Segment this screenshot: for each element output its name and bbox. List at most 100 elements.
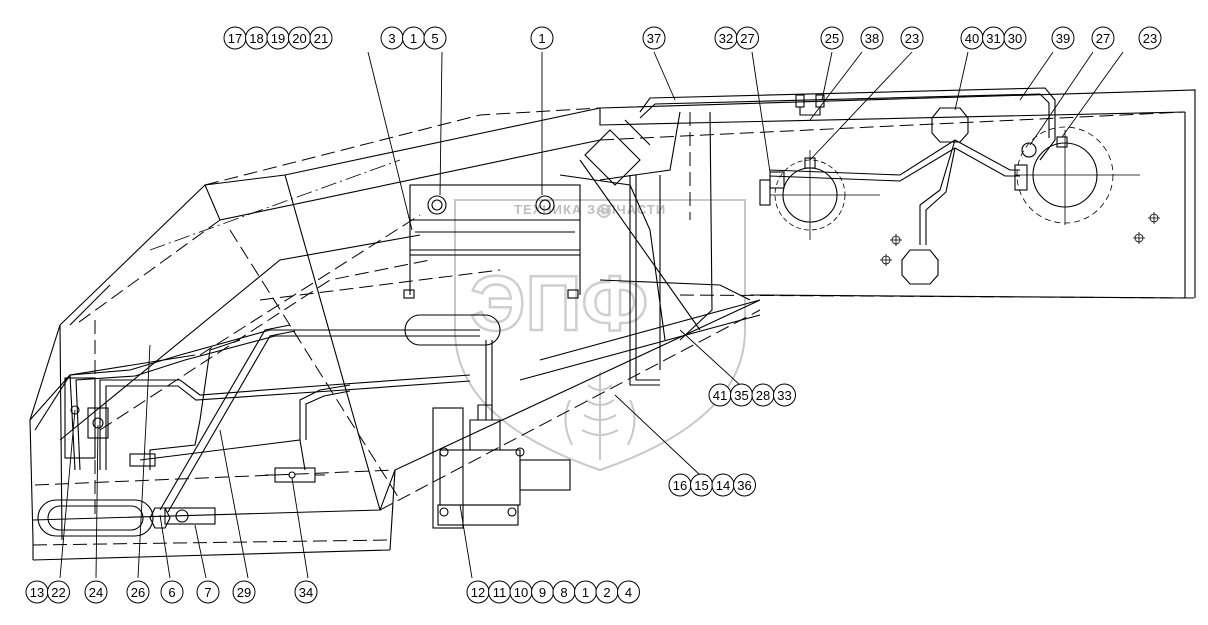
callout-group-top-3: 1 xyxy=(530,26,554,50)
tilted-fitting xyxy=(584,119,651,186)
left-base-plate xyxy=(37,377,216,537)
callout-number: 38 xyxy=(865,31,879,46)
callout-number: 27 xyxy=(740,31,754,46)
callout-group-bottom-7: 34 xyxy=(294,580,318,604)
callout-balloon xyxy=(820,26,844,50)
callout-number: 23 xyxy=(1143,31,1157,46)
callout-group-top-12: 23 xyxy=(1138,26,1162,50)
callout-group-top-4: 37 xyxy=(642,26,666,50)
callout-number: 35 xyxy=(734,388,748,403)
callout-number: 22 xyxy=(51,585,65,600)
callout-group-bottom-4: 6 xyxy=(160,580,184,604)
rotation-bearing-left xyxy=(770,150,880,240)
callout-number: 28 xyxy=(756,388,770,403)
callout-group-top-9: 40 31 30 xyxy=(960,26,1027,50)
callout-number: 26 xyxy=(131,585,145,600)
callout-group-top-5: 32 27 xyxy=(714,26,759,50)
callout-number: 12 xyxy=(471,585,485,600)
callout-group-top-1: 17 18 19 20 21 xyxy=(223,26,333,50)
pump-unit xyxy=(432,404,571,529)
watermark: ТЕХНИКА ЗАПЧАСТИ ЭПФ xyxy=(454,199,746,472)
callout-balloon xyxy=(530,26,554,50)
callout-balloon xyxy=(733,473,756,497)
callout-balloon xyxy=(196,580,220,604)
callout-number: 11 xyxy=(493,585,507,600)
watermark-caption: ТЕХНИКА ЗАПЧАСТИ xyxy=(514,202,666,217)
callout-number: 17 xyxy=(228,31,242,46)
callout-number: 16 xyxy=(673,478,687,493)
callout-number: 36 xyxy=(737,478,751,493)
callout-balloon xyxy=(84,580,108,604)
callout-group-top-6: 25 xyxy=(820,26,844,50)
callout-number: 23 xyxy=(905,31,919,46)
callout-number: 27 xyxy=(1096,31,1110,46)
callout-number: 3 xyxy=(388,31,395,46)
callout-number: 40 xyxy=(965,31,979,46)
callout-balloon xyxy=(423,26,447,50)
callout-balloon xyxy=(1051,26,1075,50)
callout-number: 34 xyxy=(299,585,313,600)
watermark-logo-letters: ЭПФ xyxy=(470,259,648,347)
callout-balloon xyxy=(860,26,884,50)
hydraulic-fittings xyxy=(759,94,1037,206)
callout-balloon xyxy=(617,580,640,604)
callout-number: 9 xyxy=(539,585,546,600)
octagon-nut-top xyxy=(931,107,969,143)
callout-number: 37 xyxy=(647,31,661,46)
callout-balloon xyxy=(294,580,318,604)
callout-balloon xyxy=(126,580,150,604)
callout-group-bottom-6: 29 xyxy=(232,580,256,604)
callout-balloon xyxy=(773,383,796,407)
callout-group-bottom-5: 7 xyxy=(196,580,220,604)
octagon-nut-bottom xyxy=(901,249,939,285)
reservoir-tank xyxy=(404,314,501,346)
callout-group-top-11: 27 xyxy=(1091,26,1115,50)
callout-balloon xyxy=(47,580,70,604)
callout-group-top-7: 38 xyxy=(860,26,884,50)
callout-group-top-10: 39 xyxy=(1051,26,1075,50)
callout-group-top-8: 23 xyxy=(900,26,924,50)
callout-number: 33 xyxy=(777,388,791,403)
callout-number: 1 xyxy=(538,31,545,46)
rotation-bearing-right xyxy=(1015,126,1140,225)
callout-number: 6 xyxy=(168,585,175,600)
callout-balloon xyxy=(309,26,333,50)
watermark-wheat-icon xyxy=(564,372,636,460)
callout-number: 24 xyxy=(89,585,103,600)
callout-number: 32 xyxy=(719,31,733,46)
callout-number: 8 xyxy=(560,585,567,600)
watermark-gear-icon xyxy=(597,204,611,218)
callout-number: 20 xyxy=(292,31,306,46)
callout-number: 5 xyxy=(431,31,438,46)
callout-balloon xyxy=(900,26,924,50)
hydraulic-pipes xyxy=(69,87,1056,513)
valve-block xyxy=(265,467,325,483)
leader-lines xyxy=(59,51,1124,579)
callout-number: 14 xyxy=(716,478,730,493)
callout-number: 19 xyxy=(271,31,285,46)
callout-balloon xyxy=(1138,26,1162,50)
crosshair-marks xyxy=(880,212,1160,266)
callout-number: 30 xyxy=(1008,31,1022,46)
callout-number: 4 xyxy=(625,585,632,600)
callout-balloon xyxy=(1003,26,1027,50)
callout-number: 18 xyxy=(249,31,263,46)
callout-group-bottom-2: 24 xyxy=(84,580,108,604)
callout-balloon xyxy=(736,26,759,50)
callout-number: 1 xyxy=(410,31,417,46)
callout-number: 21 xyxy=(314,31,328,46)
callout-number: 25 xyxy=(825,31,839,46)
callout-number: 2 xyxy=(603,585,610,600)
callout-number: 39 xyxy=(1056,31,1070,46)
callout-group-bottom-3: 26 xyxy=(126,580,150,604)
watermark-shield xyxy=(454,199,746,472)
callout-balloon xyxy=(642,26,666,50)
callout-number: 31 xyxy=(986,31,1000,46)
callout-number: 10 xyxy=(514,585,528,600)
